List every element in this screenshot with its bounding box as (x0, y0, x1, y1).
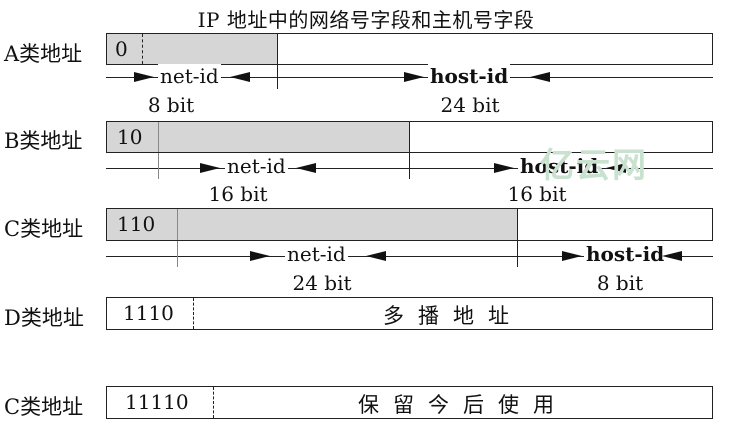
class-b-net-arrow-right (296, 163, 316, 173)
class-c-field: 110 (106, 208, 713, 241)
class-d-field: 1110 多播地址 (106, 297, 713, 330)
class-e-prefix-bits: 11110 (125, 390, 189, 414)
class-e-reserved-text: 保留今后使用 (358, 393, 568, 417)
class-a-prefix-bits: 0 (115, 37, 128, 61)
class-b-net-id-label: net-id (225, 154, 288, 178)
class-a-host-bits: 24 bit (440, 93, 500, 117)
class-c-dimension-tick (517, 241, 518, 267)
class-b-net-bits: 16 bit (208, 182, 268, 206)
class-d-prefix-bits: 1110 (123, 301, 174, 325)
class-b-prefix-divider (158, 122, 159, 152)
class-c-host-arrow-left (562, 251, 582, 261)
class-a-label: A类地址 (4, 42, 83, 66)
class-c-dimension-tick-prefix (177, 241, 178, 267)
class-c-net-id-label: net-id (285, 242, 348, 266)
class-a-net-arrow-left (134, 72, 154, 82)
class-a-net-arrow-right (230, 72, 250, 82)
watermark-logo: 亿云网 (540, 146, 648, 186)
class-c-label: C类地址 (4, 217, 84, 241)
class-a-net-id-label: net-id (158, 64, 221, 88)
class-b-field: 10 (106, 121, 713, 153)
class-a-field: 0 (106, 33, 713, 65)
class-a-net-area (107, 34, 278, 64)
class-c-prefix-bits: 110 (117, 212, 156, 236)
class-a-prefix-divider (142, 34, 143, 64)
class-c-net-arrow-left (250, 251, 270, 261)
class-b-dimension-tick (409, 153, 410, 179)
class-e-field: 11110 保留今后使用 (106, 386, 713, 419)
class-e-label: C类地址 (4, 395, 84, 419)
class-a-host-arrow-left (404, 72, 424, 82)
class-d-label: D类地址 (4, 306, 84, 330)
class-b-net-area (107, 122, 410, 152)
class-b-host-arrow-left (494, 163, 514, 173)
class-a-host-id-label: host-id (428, 64, 511, 88)
class-c-prefix-divider (177, 209, 178, 240)
class-c-host-arrow-right (662, 251, 682, 261)
class-c-net-arrow-right (366, 251, 386, 261)
class-a-host-arrow-right (530, 72, 550, 82)
class-e-prefix-divider (213, 387, 214, 418)
class-b-prefix-bits: 10 (117, 125, 143, 149)
diagram-title: IP 地址中的网络号字段和主机号字段 (197, 8, 535, 32)
class-b-dimension-tick-prefix (158, 153, 159, 179)
class-d-prefix-divider (193, 298, 194, 329)
class-b-net-arrow-left (200, 163, 220, 173)
class-c-dimension-line (106, 256, 713, 257)
class-d-multicast-text: 多播地址 (383, 304, 523, 328)
class-b-label: B类地址 (4, 129, 83, 153)
class-b-host-bits: 16 bit (507, 182, 567, 206)
class-b-host-id-label: host-id (518, 154, 601, 178)
class-c-net-area (107, 209, 518, 240)
class-c-net-bits: 24 bit (292, 271, 352, 295)
class-c-host-id-label: host-id (584, 242, 667, 266)
class-b-host-arrow-right (606, 163, 626, 173)
class-a-dimension-tick (277, 65, 278, 89)
class-a-net-bits: 8 bit (147, 93, 195, 117)
class-c-host-bits: 8 bit (596, 271, 644, 295)
